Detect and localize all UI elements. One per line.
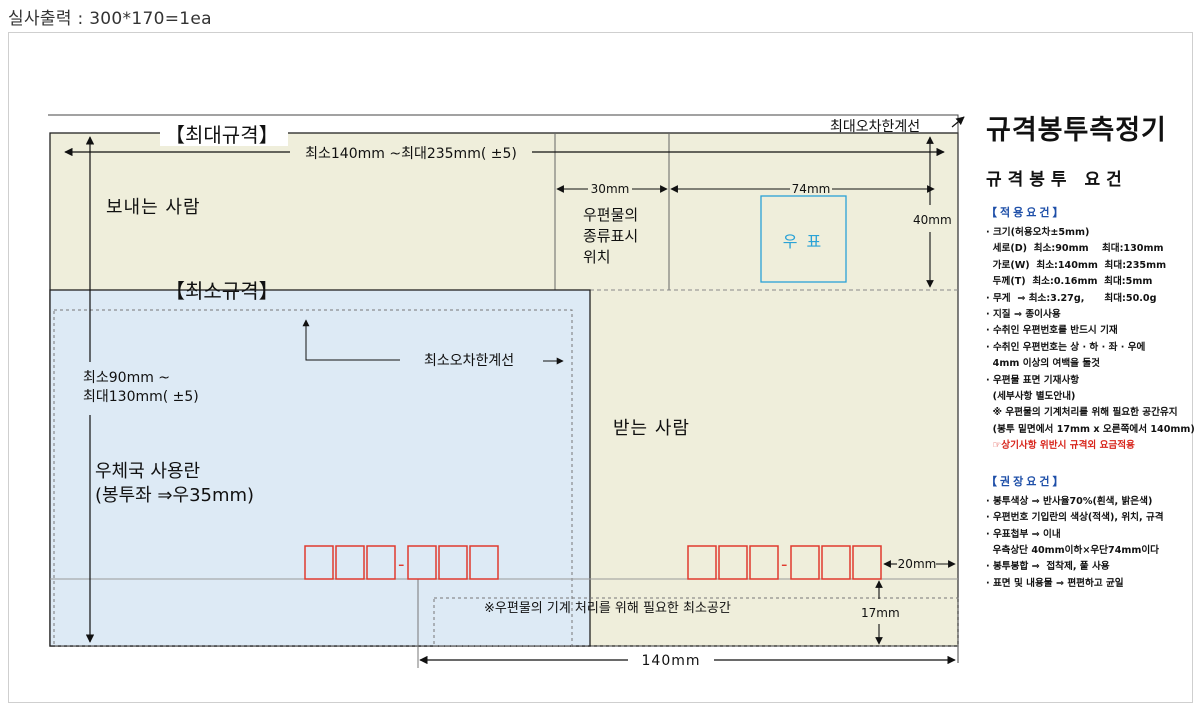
applicable-requirements-list: · 크기(허용오차±5mm) 세로(D) 최소:90mm 최대:130mm 가로… xyxy=(986,225,1195,455)
list-item: 두께(T) 최소:0.16mm 최대:5mm xyxy=(986,276,1153,288)
list-item: · 우표첩부 ⇒ 이내 xyxy=(986,528,1061,540)
list-item: · 표면 및 내용물 ⇒ 편편하고 균일 xyxy=(986,577,1124,589)
dim-30-label: 30mm xyxy=(591,182,630,196)
mail-type-label-3: 위치 xyxy=(583,248,611,266)
post-office-label-2: (봉투좌 ⇒우35mm) xyxy=(95,485,254,506)
min-space-box xyxy=(433,597,959,647)
mail-type-label-1: 우편물의 xyxy=(583,206,638,224)
min-space-note: ※우편물의 기계 처리를 위해 필요한 최소공간 xyxy=(484,601,731,616)
max-error-line-label: 최대오차한계선 xyxy=(830,119,920,135)
sender-label: 보내는 사람 xyxy=(106,197,201,218)
height-range-label-2: 최대130mm( ±5) xyxy=(83,389,199,405)
list-item: (세부사항 별도안내) xyxy=(986,391,1076,403)
recipient-label: 받는 사람 xyxy=(613,418,690,439)
list-item: · 수취인 우편번호는 상 · 하 · 좌 · 우에 xyxy=(986,341,1146,353)
list-item: · 봉투색상 ⇒ 반사율70%(흰색, 밝은색) xyxy=(986,495,1153,507)
panel-subtitle: 규격봉투 요건 xyxy=(986,170,1128,190)
list-item: (봉투 밑면에서 17mm x 오른쪽에서 140mm) xyxy=(986,423,1195,435)
section-recommended-requirements: 【권장요건】 xyxy=(986,474,1067,488)
list-item: ※ 우편물의 기계처리를 위해 필요한 공간유지 xyxy=(986,407,1178,419)
list-item: 우측상단 40mm이하×우단74mm이다 xyxy=(986,544,1160,556)
section-applicable-requirements: 【적용요건】 xyxy=(986,206,1067,219)
height-range-label-1: 최소90mm ~ xyxy=(83,370,170,386)
post-office-label-1: 우체국 사용란 xyxy=(95,461,200,482)
postcode-boxes-left xyxy=(304,545,499,580)
list-item: · 크기(허용오차±5mm) xyxy=(986,227,1090,238)
mail-type-label-2: 종류표시 xyxy=(583,227,638,245)
max-error-pointer xyxy=(951,116,965,128)
postcode-dash-left: - xyxy=(398,554,405,575)
list-item: · 우편번호 기입란의 색상(적색), 위치, 규격 xyxy=(986,512,1164,524)
print-size-caption: 실사출력 : 300*170=1ea xyxy=(8,9,212,29)
list-item: 세로(D) 최소:90mm 최대:130mm xyxy=(986,243,1164,255)
canvas-frame xyxy=(8,32,1193,703)
list-item: · 우편물 표면 기재사항 xyxy=(986,374,1080,386)
stamp-label: 우 표 xyxy=(783,232,824,251)
dim-40-label: 40mm xyxy=(913,213,952,227)
min-error-boundary xyxy=(53,309,573,647)
max-label-bg xyxy=(160,120,288,146)
postcode-dash-right: - xyxy=(781,554,788,575)
list-item: · 수취인 우편번호를 반드시 기재 xyxy=(986,325,1118,337)
list-item: · 지질 ⇒ 종이사용 xyxy=(986,309,1061,321)
list-item: · 무게 ⇒ 최소:3.27g, 최대:50.0g xyxy=(986,292,1157,304)
min-error-line-label: 최소오차한계선 xyxy=(424,353,514,369)
min-spec-label: 【최소규격】 xyxy=(165,279,279,303)
recommended-requirements-list: · 봉투색상 ⇒ 반사율70%(흰색, 밝은색) · 우편번호 기입란의 색상(… xyxy=(986,494,1186,592)
warning-item: ☞상기사항 위반시 규격외 요금적용 xyxy=(986,440,1135,452)
width-range-label: 최소140mm ~최대235mm( ±5) xyxy=(305,146,517,162)
postcode-boxes-right xyxy=(687,545,882,580)
max-spec-label: 【최대규격】 xyxy=(165,123,279,147)
max-error-boundary xyxy=(48,114,959,663)
requirements-panel: 규격봉투측정기 규격봉투 요건 【적용요건】 · 크기(허용오차±5mm) 세로… xyxy=(986,108,1195,592)
panel-title: 규격봉투측정기 xyxy=(986,115,1167,146)
list-item: · 봉투봉합 ⇒ 접착제, 풀 사용 xyxy=(986,561,1110,573)
dim-140-label: 140mm xyxy=(642,653,701,669)
stamp-box xyxy=(760,195,847,283)
min-error-pointer xyxy=(305,322,400,361)
list-item: 가로(W) 최소:140mm 최대:235mm xyxy=(986,259,1167,271)
dim-74-label: 74mm xyxy=(792,182,831,196)
dim-17-label: 17mm xyxy=(861,606,900,620)
min-envelope-area xyxy=(49,289,591,647)
list-item: 4mm 이상의 여백을 둘것 xyxy=(986,358,1100,370)
dim-20-label: 20mm xyxy=(898,557,937,571)
